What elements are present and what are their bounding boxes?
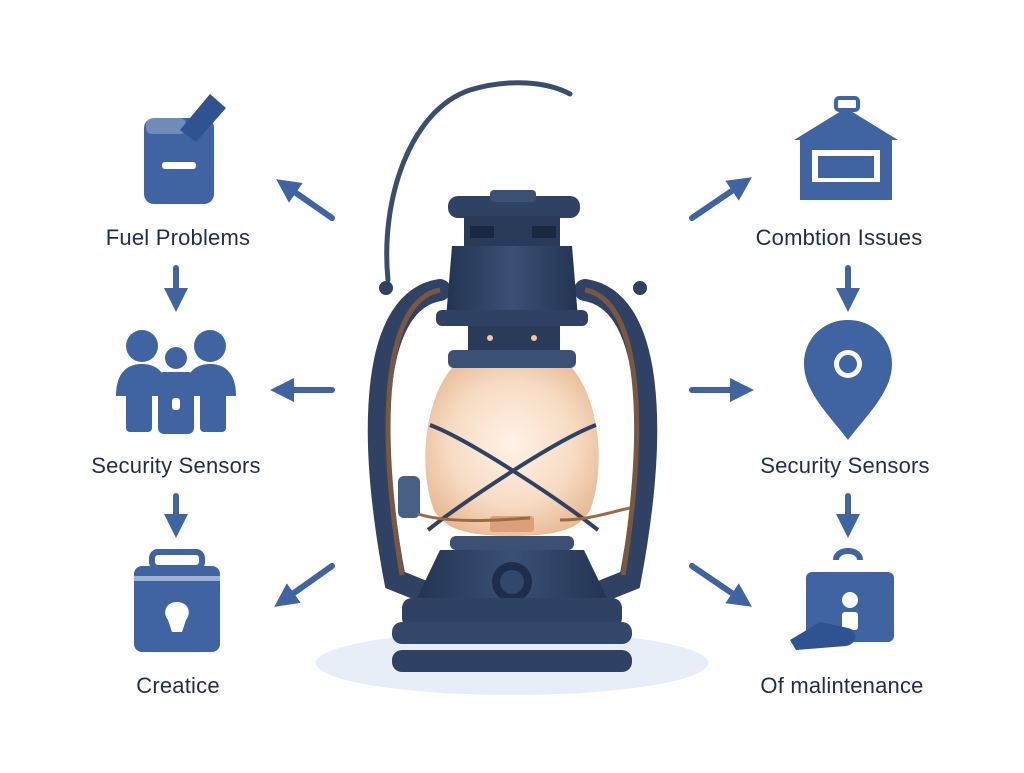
label-fuel-problems: Fuel Problems xyxy=(105,225,251,250)
label-security-sensors-right: Security Sensors xyxy=(760,453,930,478)
label-creatice: Creatice xyxy=(136,673,220,698)
label-combustion-issues: Combtion Issues xyxy=(755,225,923,250)
label-security-sensors-left: Security Sensors xyxy=(91,453,261,478)
arrow-to-fuel xyxy=(276,179,335,221)
label-maintenance: Of malintenance xyxy=(760,673,924,698)
maintenance-case-icon xyxy=(790,548,894,650)
oil-lantern-icon xyxy=(316,80,708,695)
location-pin-icon xyxy=(804,320,892,440)
arrow-to-creatice xyxy=(274,563,335,607)
toolbox-icon xyxy=(134,549,220,652)
arrow-to-maintenance xyxy=(689,563,752,607)
people-group-icon xyxy=(116,330,236,434)
house-icon xyxy=(794,96,898,200)
arrows xyxy=(164,177,860,607)
fuel-can-icon xyxy=(144,94,226,204)
arrow-to-combustion xyxy=(689,177,752,221)
